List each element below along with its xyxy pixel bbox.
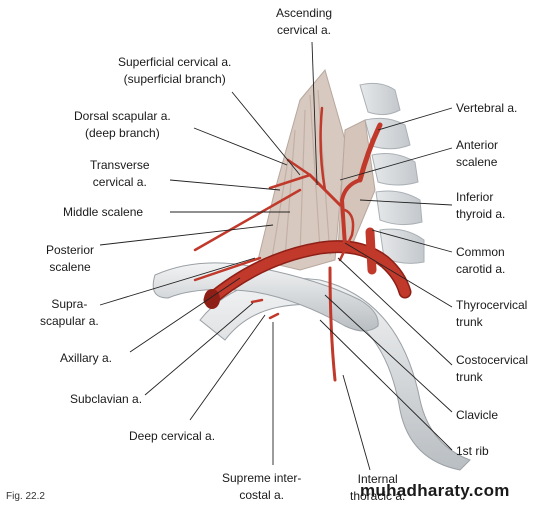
label-thyrocervical: Thyrocervical trunk [456,298,528,329]
label-suprascapular: Supra- scapular a. [40,297,99,328]
label-posterior-scalene: Posterior scalene [46,243,95,274]
label-transverse-cervical: Transverse cervical a. [90,158,150,189]
axillary-artery-cut [204,289,220,309]
leader-lines [99,41,453,471]
label-inferior-thyroid: Inferior thyroid a. [456,190,506,221]
label-costocervical: Costocervical trunk [456,353,529,384]
label-anterior-scalene: Anterior scalene [456,138,499,169]
figure-number: Fig. 22.2 [6,491,45,502]
label-ascending-cervical: Ascending cervical a. [276,6,333,37]
label-axillary: Axillary a. [60,351,113,365]
label-middle-scalene: Middle scalene [63,205,144,219]
label-common-carotid: Common carotid a. [456,245,506,276]
label-clavicle: Clavicle [456,408,499,422]
label-first-rib: 1st rib [456,444,489,458]
label-internal-thoracic: Internal thoracic a. [350,472,406,503]
label-deep-cervical: Deep cervical a. [129,429,216,443]
label-dorsal-scapular: Dorsal scapular a. (deep branch) [74,109,171,140]
label-supreme-intercostal: Supreme inter- costal a. [222,471,302,502]
label-vertebral: Vertebral a. [456,101,518,115]
watermark: muhadharaty.com [360,481,510,500]
label-superficial-cervical: Superficial cervical a. (superficial bra… [118,55,232,86]
label-subclavian: Subclavian a. [70,392,143,406]
